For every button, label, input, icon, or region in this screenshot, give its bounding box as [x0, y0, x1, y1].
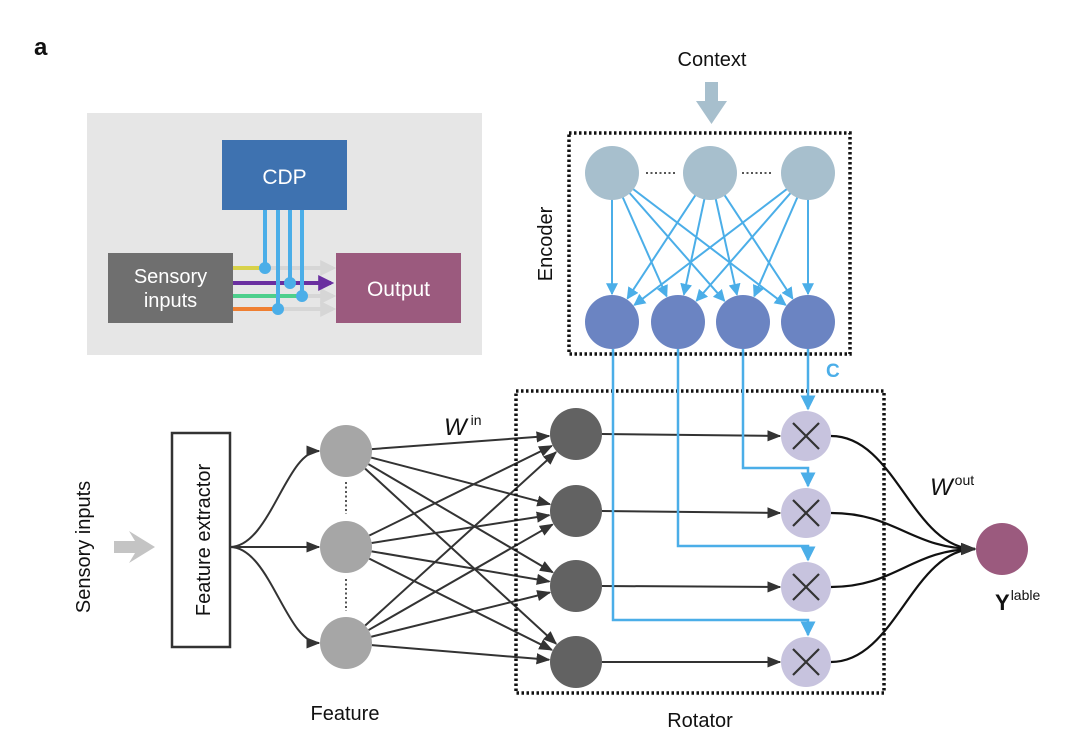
w-out-edge	[830, 542, 977, 664]
context-input-node	[781, 146, 835, 200]
routing-line	[741, 349, 816, 488]
w-in-edge	[371, 644, 551, 665]
sensory-input-arrow-icon	[114, 531, 155, 563]
y-label: Ylable	[995, 587, 1040, 615]
rotator-node	[550, 485, 602, 537]
control-gates	[259, 262, 308, 315]
cdp-label: CDP	[262, 166, 306, 189]
w-out-symbol: W	[930, 474, 955, 501]
feature-node	[320, 617, 372, 669]
w-in-edge	[364, 451, 558, 627]
encoder-output-node	[781, 295, 835, 349]
main-nodes	[320, 408, 1028, 688]
rotator-edge	[601, 430, 782, 442]
rotator-node	[550, 408, 602, 460]
encoder-edge	[695, 190, 793, 302]
feature-extractor-box	[170, 431, 232, 649]
sensory-inputs-label: Sensory inputs	[73, 481, 95, 613]
encoder-edge	[626, 192, 698, 300]
panel-label: a	[34, 34, 48, 61]
cdp-box	[222, 140, 347, 210]
rotator-edge	[601, 507, 782, 519]
inset-diagram: CDP Sensory inputs Output	[87, 113, 482, 355]
w-out-superscript: out	[955, 472, 975, 488]
encoder-edge	[633, 186, 790, 306]
extractor-edge	[229, 546, 321, 649]
multiply-icon	[792, 573, 820, 601]
output-box	[336, 253, 461, 323]
w-in-edge	[371, 431, 551, 451]
rotator-node	[550, 636, 602, 688]
encoder-edge	[753, 194, 800, 298]
w-in-edge	[368, 557, 554, 651]
cdp-control-lines	[263, 210, 304, 309]
feature-node	[320, 521, 372, 573]
encoder-box	[567, 131, 852, 356]
gate-dot	[272, 303, 284, 315]
encoder-output-node	[716, 295, 770, 349]
w-in-edge	[367, 463, 554, 574]
output-label: Output	[367, 278, 430, 301]
context-label: Context	[678, 49, 747, 71]
w-in-superscript: in	[471, 412, 482, 428]
output-node	[976, 523, 1028, 575]
feature-label: Feature	[311, 703, 380, 725]
encoder-output-node	[585, 295, 639, 349]
encoder-edge	[722, 192, 794, 300]
w-out-edge	[830, 542, 977, 589]
w-in-edge	[370, 456, 552, 507]
encoder-edges	[606, 186, 814, 306]
w-in-edge	[371, 550, 551, 585]
w-out-edge	[830, 511, 977, 556]
rotator-node	[550, 560, 602, 612]
w-in-edge	[370, 590, 552, 638]
context-arrow-icon	[696, 82, 727, 124]
w-in-symbol: W	[444, 414, 469, 441]
multiply-icon	[792, 422, 820, 450]
y-symbol: Y	[995, 590, 1010, 615]
main-edges	[229, 430, 977, 668]
rotator-label: Rotator	[667, 710, 733, 732]
extractor-edge	[229, 445, 321, 548]
gate-dot	[284, 277, 296, 289]
routing-line	[676, 349, 816, 562]
feature-extractor-label: Feature extractor	[193, 464, 215, 617]
multiply-icon	[792, 648, 820, 676]
feature-node	[320, 425, 372, 477]
encoder-nodes	[585, 146, 835, 349]
gate-dot	[296, 290, 308, 302]
gate-dot	[259, 262, 271, 274]
context-routing-lines	[611, 349, 816, 637]
context-input-node	[585, 146, 639, 200]
w-in-edge	[368, 523, 554, 631]
w-in-edge	[371, 511, 551, 544]
c-label: C	[826, 361, 840, 382]
w-out-edge	[830, 434, 977, 556]
w-in-edge	[364, 467, 558, 645]
rotator-edge	[601, 581, 782, 593]
encoder-label: Encoder	[535, 206, 557, 281]
sensory-inputs-box	[108, 253, 233, 323]
encoder-edge	[680, 196, 706, 296]
sensory-label-line2: inputs	[144, 290, 197, 312]
multiply-icon	[792, 499, 820, 527]
sensory-label-line1: Sensory	[134, 266, 207, 288]
context-input-node	[683, 146, 737, 200]
encoder-edge	[714, 196, 741, 296]
encoder-output-node	[651, 295, 705, 349]
encoder-edge	[620, 194, 668, 298]
routing-line	[611, 349, 816, 637]
w-in-edge	[368, 445, 554, 537]
encoder-edge	[627, 190, 726, 302]
y-superscript: lable	[1011, 587, 1041, 603]
